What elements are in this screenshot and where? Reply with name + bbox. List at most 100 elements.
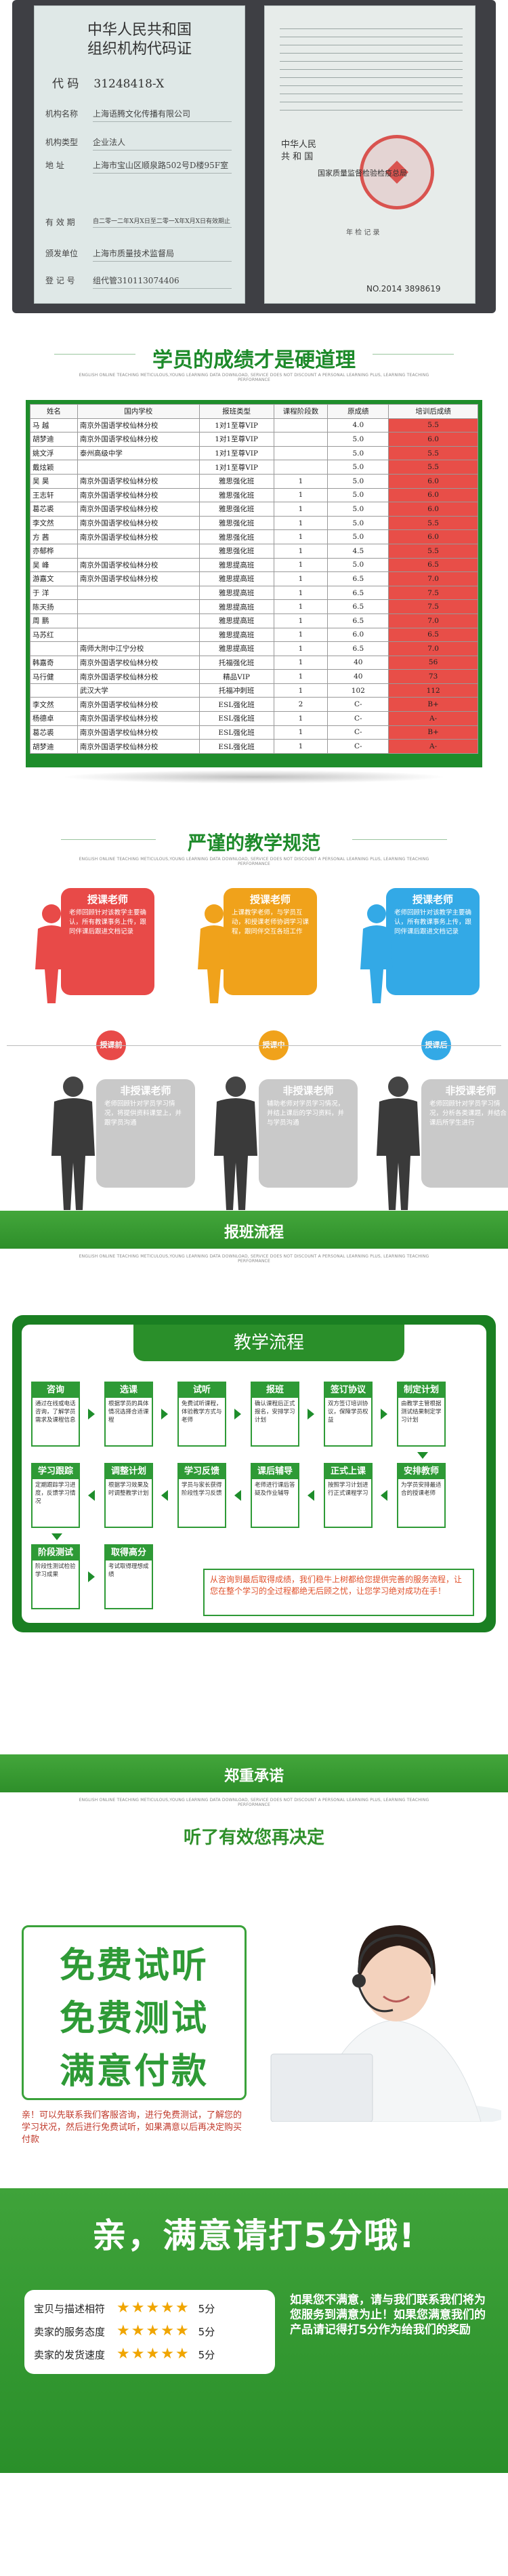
- star-icon[interactable]: ★: [117, 2322, 130, 2339]
- table-cell: 1: [273, 515, 329, 531]
- star-icon[interactable]: ★: [146, 2299, 160, 2316]
- cert-row-label: 有 效 期: [45, 218, 75, 227]
- table-cell: 胡梦迪: [30, 739, 78, 754]
- divider: [61, 839, 156, 840]
- star-icon[interactable]: ★: [131, 2346, 145, 2362]
- table-cell: 南京外国语学校仙林分校: [77, 418, 200, 433]
- rating-row: 卖家的服务态度★★★★★5分: [34, 2320, 266, 2343]
- table-cell: 南京外国语学校仙林分校: [77, 432, 200, 447]
- table-cell: 李文然: [30, 515, 78, 531]
- col-header: 培训后成绩: [388, 404, 478, 419]
- table-cell: 吴 昊: [30, 473, 78, 489]
- table-cell: 雅思提高班: [198, 557, 274, 573]
- table-cell: 托福强化班: [198, 655, 274, 670]
- star-icon[interactable]: ★: [131, 2322, 145, 2339]
- star-icon[interactable]: ★: [131, 2299, 145, 2316]
- star-icon[interactable]: ★: [117, 2299, 130, 2316]
- non-teacher-card-title: 非授课老师: [282, 1085, 334, 1097]
- table-cell: 1对1至尊VIP: [198, 445, 274, 461]
- teacher-card: 授课老师上课教学老师，与学员互动，和授课老师协调学习课程，跟同伴交互各班工作: [224, 888, 317, 995]
- table-cell: 112: [388, 683, 478, 698]
- arrow-left-icon: [308, 1490, 314, 1501]
- arrow-right-icon: [88, 1571, 95, 1582]
- flow-step: 学习跟踪定期跟踪学习进度，反馈学习情况: [31, 1463, 80, 1528]
- score-table: 姓名 国内学校 报班类型 课程阶段数 原成绩 培训后成绩 马 越南京外国语学校仙…: [30, 404, 478, 754]
- arrow-left-icon: [381, 1490, 387, 1501]
- cert-row-value: 上海市宝山区顺泉路502号D楼95F室: [93, 159, 232, 174]
- flow-step-title: 正式上课: [325, 1464, 371, 1479]
- cert-row-label: 地 址: [45, 161, 64, 170]
- table-cell: 雅思提高班: [198, 599, 274, 614]
- rating-row: 宝贝与描述相符★★★★★5分: [34, 2297, 266, 2320]
- process-banner: 报班流程: [0, 1211, 508, 1249]
- star-icon[interactable]: ★: [175, 2299, 189, 2316]
- col-header: 课程阶段数: [273, 404, 329, 419]
- table-cell: 6.5: [327, 585, 389, 601]
- flow-step-title: 调整计划: [106, 1464, 152, 1479]
- flow-step: 试听免费试听课程，体验教学方式与老师: [177, 1382, 226, 1447]
- flow-step: 咨询通过在线或电话咨询，了解学员需求及课程信息: [31, 1382, 80, 1447]
- table-cell: 6.0: [388, 432, 478, 447]
- star-icon[interactable]: ★: [146, 2322, 160, 2339]
- star-icon[interactable]: ★: [161, 2299, 174, 2316]
- table-cell: 1: [273, 683, 329, 698]
- star-icon[interactable]: ★: [175, 2322, 189, 2339]
- star-icon[interactable]: ★: [146, 2346, 160, 2362]
- table-cell: 南京外国语学校仙林分校: [77, 529, 200, 544]
- table-cell: 雅思提高班: [198, 571, 274, 586]
- teacher-silhouette-icon: [360, 904, 393, 1003]
- star-icon[interactable]: ★: [161, 2346, 174, 2362]
- rating-label: 宝贝与描述相符: [34, 2303, 106, 2315]
- star-icon[interactable]: ★: [175, 2346, 189, 2362]
- table-cell: 南师大附中江宁分校: [77, 641, 200, 656]
- teaching-flow-frame: 教学流程 咨询通过在线或电话咨询，了解学员需求及课程信息选课根据学员的具体情况选…: [12, 1315, 496, 1632]
- flow-step-desc: 按照学习计划进行正式课程学习: [328, 1482, 368, 1497]
- code-value: 31248418-X: [93, 77, 165, 91]
- table-cell: 南京外国语学校仙林分校: [77, 655, 200, 670]
- certificate-front: 中华人民共和国 组织机构代码证 代 码 31248418-X 机构名称上海语腾文…: [34, 5, 245, 304]
- table-cell: 雅思提高班: [198, 641, 274, 656]
- flow-step: 选课根据学员的具体情况选择合适课程: [104, 1382, 153, 1447]
- teacher-card: 授课老师老师回顾针对该教学主要确认，所有教课事务上传，跟同伴课后跟进文档记录: [61, 888, 154, 995]
- star-icon[interactable]: ★: [117, 2346, 130, 2362]
- rating-message: 如果您不满意，请与我们联系我们将为您服务到满意为止！如果您满意我们的产品请记得打…: [290, 2293, 486, 2337]
- flow-step-title: 安排教师: [398, 1464, 444, 1479]
- table-cell: 5.5: [388, 543, 478, 559]
- section-subtitle: ENGLISH ONLINE TEACHING METICULOUS,YOUNG…: [79, 1798, 429, 1807]
- table-cell: 1: [273, 557, 329, 573]
- table-cell: 方 茜: [30, 529, 78, 544]
- table-cell: 4.5: [327, 543, 389, 559]
- table-cell: 马 越: [30, 418, 78, 433]
- red-seal-icon: [360, 135, 434, 209]
- table-cell: ESL强化班: [198, 725, 274, 740]
- cert-row: 登 记 号组代管310113074406: [45, 275, 238, 289]
- flow-step: 制定计划由教学主管根据测试结果制定学习计划: [397, 1382, 446, 1447]
- flow-step-desc: 双方签订培训协议，保障学员权益: [328, 1401, 368, 1424]
- flow-step-title: 试听: [179, 1383, 225, 1398]
- table-cell: 南京外国语学校仙林分校: [77, 487, 200, 503]
- table-cell: 102: [327, 683, 389, 698]
- table-cell: 1: [273, 711, 329, 726]
- star-icon[interactable]: ★: [161, 2322, 174, 2339]
- table-cell: A-: [388, 711, 478, 726]
- teacher-card-title: 授课老师: [87, 893, 128, 906]
- table-cell: 5.0: [327, 557, 389, 573]
- table-cell: 1: [273, 473, 329, 489]
- flow-step-desc: 学员与家长获得阶段性学习反馈: [182, 1482, 222, 1497]
- flow-step-desc: 为学员安排最适合的授课老师: [401, 1482, 442, 1497]
- flow-step: 正式上课按照学习计划进行正式课程学习: [324, 1463, 373, 1528]
- table-cell: 南京外国语学校仙林分校: [77, 739, 200, 754]
- table-cell: 李文然: [30, 697, 78, 712]
- flow-note: 从咨询到最后取得成绩，我们稳牛上树都给您提供完善的服务流程，让您在整个学习的全过…: [203, 1569, 474, 1616]
- table-cell: 6.0: [388, 502, 478, 517]
- flow-step-title: 选课: [106, 1383, 152, 1398]
- flow-step-desc: 由教学主管根据测试结果制定学习计划: [401, 1401, 442, 1424]
- arrow-right-icon: [161, 1409, 168, 1420]
- rating-label: 卖家的发货速度: [34, 2349, 106, 2361]
- table-cell: [30, 641, 78, 656]
- table-cell: ESL强化班: [198, 697, 274, 712]
- non-teacher-card: 非授课老师老师回顾针对学员学习情况，分析各类课题，并结合课后所学生进行: [421, 1079, 508, 1188]
